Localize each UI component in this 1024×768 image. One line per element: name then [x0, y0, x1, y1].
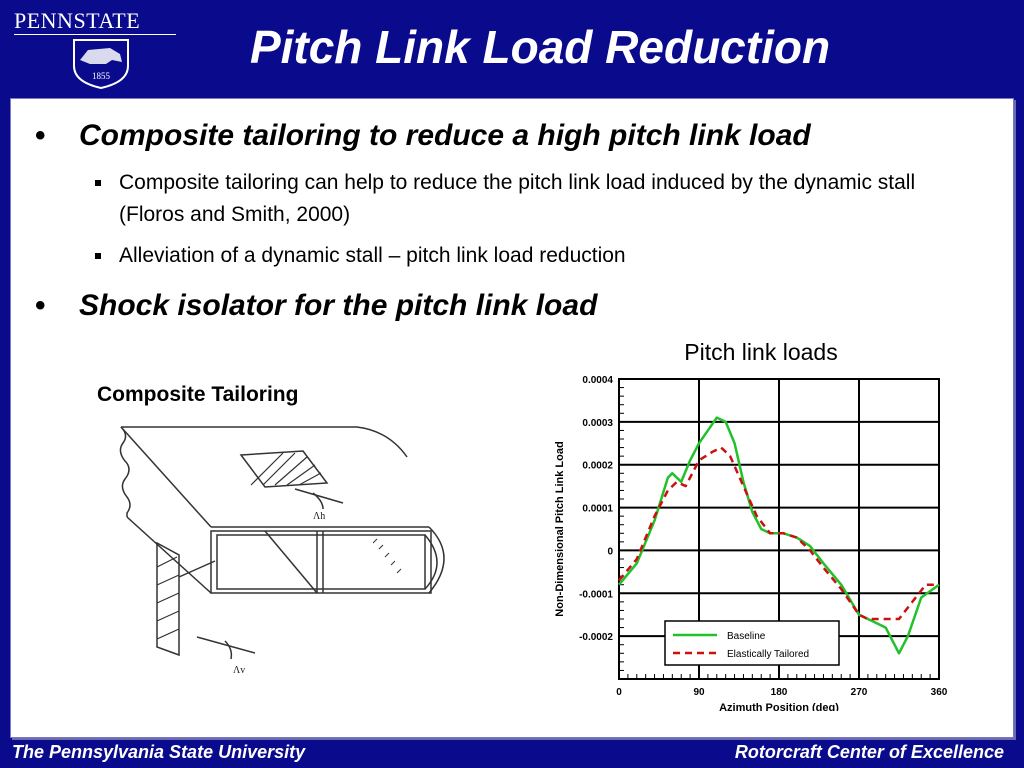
bullet-dot: •	[35, 289, 46, 322]
chart-y-tick-label: -0.0002	[579, 632, 613, 643]
chart-y-tick-label: 0.0004	[582, 375, 613, 386]
chart-y-tick-label: 0.0002	[582, 461, 613, 472]
logo-rule	[14, 34, 176, 35]
composite-blade-diagram: Λh Λv	[119, 426, 445, 676]
slide-content: • Composite tailoring to reduce a high p…	[10, 98, 1014, 738]
chart-y-tick-label: 0.0003	[582, 418, 613, 429]
chart-legend-box	[664, 620, 840, 666]
logo-year: 1855	[92, 71, 111, 81]
horizontal-angle-label: Λh	[313, 511, 325, 522]
slide-title: Pitch Link Load Reduction	[249, 21, 831, 73]
chart-series-line-1	[618, 416, 940, 655]
chart-x-tick-label: 90	[693, 687, 705, 698]
square-bullet-icon	[95, 180, 101, 186]
chart-x-tick-label: 360	[931, 687, 948, 698]
subbullet-2-text: Alleviation of a dynamic stall – pitch l…	[119, 244, 626, 267]
bullet-2-text: Shock isolator for the pitch link load	[79, 289, 598, 322]
subbullet-2: Alleviation of a dynamic stall – pitch l…	[95, 240, 979, 272]
logo-wordmark: PENNSTATE	[14, 8, 141, 33]
subbullet-1: Composite tailoring can help to reduce t…	[95, 167, 979, 231]
chart-x-tick-label: 270	[851, 687, 868, 698]
bullet-1: • Composite tailoring to reduce a high p…	[35, 119, 811, 153]
chart-legend-label: Baseline	[727, 631, 766, 642]
subbullet-1-text: Composite tailoring can help to reduce t…	[119, 171, 916, 226]
chart-series-line-2	[618, 446, 939, 621]
vertical-angle-label: Λv	[233, 665, 245, 676]
chart-legend-label: Elastically Tailored	[727, 649, 809, 660]
chart-y-axis-label: Non-Dimensional Pitch Link Load	[554, 441, 566, 616]
footer-center: Rotorcraft Center of Excellence	[734, 742, 1004, 762]
chart-x-tick-label: 180	[771, 687, 788, 698]
bullet-dot: •	[35, 119, 46, 152]
square-bullet-icon	[95, 253, 101, 259]
chart-y-tick-label: -0.0001	[579, 589, 613, 600]
chart-x-axis-label: Azimuth Position (deg)	[719, 702, 839, 711]
chart-y-tick-label: 0	[607, 546, 613, 557]
bullet-1-text: Composite tailoring to reduce a high pit…	[79, 119, 811, 152]
chart-y-tick-label: 0.0001	[582, 504, 613, 515]
nittany-lion-shield-icon: 1855	[73, 39, 129, 90]
chart-heading: Pitch link loads	[684, 339, 838, 365]
bullet-2: • Shock isolator for the pitch link load	[35, 289, 598, 323]
chart-x-tick-label: 0	[616, 687, 622, 698]
pennstate-logo: PENNSTATE 1855	[14, 8, 184, 90]
pitch-link-load-chart: 0 90 180 270 360 0.0004 0.0003 0.0002 0.0001 0 -0.…	[554, 375, 948, 711]
footer-university: The Pennsylvania State University	[12, 742, 306, 762]
figure-title: Composite Tailoring	[97, 383, 299, 406]
